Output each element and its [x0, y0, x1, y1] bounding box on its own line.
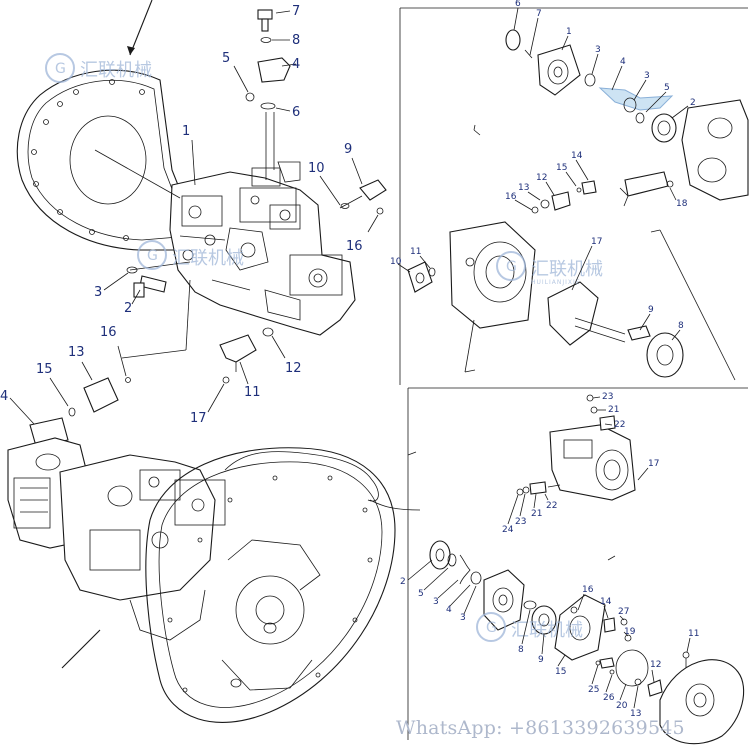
callout-number: 14 [571, 151, 583, 161]
callout-number: 11 [688, 629, 699, 639]
callout-number: 11 [244, 385, 261, 400]
callout-number: 3 [595, 45, 601, 55]
callout-number: 16 [346, 239, 363, 254]
callout-number: 9 [648, 305, 654, 315]
callout-number: 9 [538, 655, 544, 665]
callout-number: 5 [222, 51, 230, 66]
installed-pump-assembly [7, 417, 421, 723]
callouts-top-right: 6 7 1 3 4 3 5 2 13 12 15 14 16 18 11 10 … [390, 0, 696, 341]
svg-text:G: G [55, 61, 66, 77]
callout-number: 2 [124, 301, 132, 316]
callout-number: 5 [664, 83, 670, 93]
callout-number: 8 [292, 33, 300, 48]
watermark-center-left: G 汇联机械 [137, 240, 244, 270]
callout-number: 6 [515, 0, 521, 9]
callout-number: 4 [292, 57, 300, 72]
callout-number: 3 [460, 613, 466, 623]
callout-number: 16 [582, 585, 594, 595]
callout-number: 4 [446, 605, 452, 615]
callout-number: 21 [608, 405, 619, 415]
svg-text:汇联机械: 汇联机械 [511, 620, 583, 641]
callout-number: 18 [676, 199, 688, 209]
callout-number: 19 [624, 627, 636, 637]
callout-number: 16 [505, 192, 517, 202]
callout-number: 17 [190, 411, 207, 426]
svg-text:G: G [486, 620, 497, 636]
callout-number: 17 [648, 459, 659, 469]
svg-text:汇联机械: 汇联机械 [172, 248, 244, 269]
callouts-main-left: 7 8 5 4 6 1 10 9 16 3 2 16 13 15 11 12 1… [0, 4, 363, 426]
callout-number: 5 [418, 589, 424, 599]
svg-text:汇联机械: 汇联机械 [531, 259, 603, 280]
callout-number: 7 [536, 9, 542, 19]
callout-number: 1 [182, 124, 190, 139]
watermark-top-left: G 汇联机械 [45, 53, 152, 83]
callout-number: 20 [616, 701, 628, 711]
callout-number: 13 [518, 183, 529, 193]
callout-number: 25 [588, 685, 599, 695]
callout-number: 9 [344, 142, 352, 157]
callout-number: 8 [518, 645, 524, 655]
watermark-bottom-right: G 汇联机械 [476, 612, 583, 642]
callout-number: 26 [603, 693, 615, 703]
callout-number: 23 [515, 517, 526, 527]
callout-number: 2 [400, 577, 406, 587]
callout-number: 13 [68, 345, 85, 360]
svg-text:HUILIANJIXIE: HUILIANJIXIE [531, 279, 581, 286]
callout-number: 1 [566, 27, 572, 37]
callout-number: 15 [36, 362, 53, 377]
callout-number: 21 [531, 509, 542, 519]
callout-number: 15 [555, 667, 566, 677]
flange-plate [16, 0, 201, 251]
callout-number: 22 [546, 501, 557, 511]
svg-text:G: G [147, 248, 158, 264]
callout-number: 16 [100, 325, 117, 340]
top-right-panel [399, 7, 749, 385]
callout-number: 10 [390, 257, 402, 267]
callout-number: 12 [536, 173, 547, 183]
main-pump-assembly [94, 149, 356, 336]
svg-text:G: G [506, 259, 517, 275]
callout-number: 12 [650, 660, 661, 670]
callout-number: 2 [690, 98, 696, 108]
callouts-bottom-right: 23 21 22 17 24 23 21 22 2 5 3 4 3 16 14 … [400, 392, 699, 719]
callout-number: 6 [292, 105, 300, 120]
callout-number: 23 [602, 392, 613, 402]
callout-number: 7 [292, 4, 300, 19]
whatsapp-contact-watermark: WhatsApp: +8613392639545 [396, 717, 685, 739]
callout-number: 3 [94, 285, 102, 300]
callout-number: 24 [502, 525, 514, 535]
callout-number: 27 [618, 607, 629, 617]
callout-number: 12 [285, 361, 302, 376]
callout-number: 4 [620, 57, 626, 67]
callout-number: 13 [630, 709, 641, 719]
callout-number: 15 [556, 163, 567, 173]
callout-number: 22 [614, 420, 625, 430]
loose-parts-left [68, 9, 387, 417]
callout-number: 11 [410, 247, 421, 257]
callout-number: 14 [600, 597, 612, 607]
svg-text:汇联机械: 汇联机械 [80, 60, 152, 81]
callout-number: 3 [644, 71, 650, 81]
callout-number: 10 [308, 161, 325, 176]
callout-number: 17 [591, 237, 602, 247]
bottom-right-panel [407, 387, 748, 745]
watermark-top-right: G 汇联机械 HUILIANJIXIE [496, 251, 603, 286]
callout-number: 4 [0, 389, 8, 404]
callout-number: 3 [433, 597, 439, 607]
callout-number: 8 [678, 321, 684, 331]
